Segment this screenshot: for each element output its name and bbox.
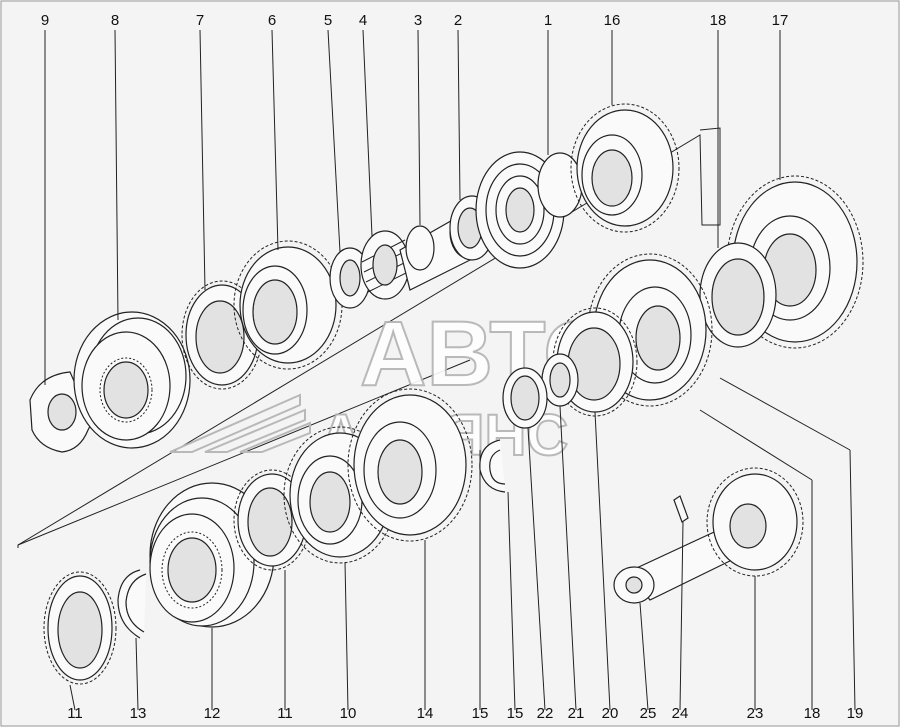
part-synchronizer-ring-lower [43, 571, 117, 685]
callout-6: 6 [268, 12, 276, 29]
callout-21: 21 [568, 705, 585, 722]
callout-7: 7 [196, 12, 204, 29]
part-bushing [360, 230, 413, 300]
callout-15-b: 15 [507, 705, 524, 722]
callout-22: 22 [537, 705, 554, 722]
watermark-logo-icon [169, 393, 311, 453]
callout-1: 1 [544, 12, 552, 29]
part-ball-bearing [475, 151, 583, 269]
callout-17: 17 [772, 12, 789, 29]
part-gear-14 [347, 388, 473, 542]
part-needle-bearing [329, 247, 371, 309]
part-lock-ring [117, 569, 147, 639]
callout-2: 2 [454, 12, 462, 29]
callout-4: 4 [359, 12, 367, 29]
callout-10: 10 [340, 705, 357, 722]
callout-8: 8 [111, 12, 119, 29]
callout-9: 9 [41, 12, 49, 29]
part-ring-21 [541, 353, 579, 407]
part-synchronizer-ring-18 [699, 242, 777, 348]
callouts-bottom: 11 13 12 11 10 14 15 15 22 21 20 25 24 2… [67, 705, 863, 722]
callout-23: 23 [747, 705, 764, 722]
callout-11-left: 11 [67, 705, 83, 722]
callout-19: 19 [847, 705, 864, 722]
part-lock-washer [29, 371, 97, 453]
callout-18-top: 18 [710, 12, 727, 29]
callout-14: 14 [417, 705, 434, 722]
callout-20: 20 [602, 705, 619, 722]
callout-3: 3 [414, 12, 422, 29]
part-gear-6 [233, 240, 343, 370]
callout-18-bottom: 18 [804, 705, 821, 722]
part-synchronizer-ring-11 [233, 469, 311, 571]
callout-13: 13 [130, 705, 147, 722]
callout-5: 5 [324, 12, 332, 29]
callout-25: 25 [640, 705, 657, 722]
assembly-outline [17, 127, 721, 548]
part-gear-16 [570, 103, 680, 233]
part-pin [673, 495, 689, 523]
callouts-top: 9 8 7 6 5 4 3 2 1 16 18 17 [41, 12, 789, 29]
callout-12: 12 [204, 705, 221, 722]
callout-15-a: 15 [472, 705, 489, 722]
part-circlip-22 [502, 367, 548, 429]
callout-11-mid: 11 [277, 705, 293, 722]
part-synchronizer-assembly-upper [73, 311, 191, 449]
leader-lines [44, 29, 856, 711]
callout-24: 24 [672, 705, 689, 722]
callout-16: 16 [604, 12, 621, 29]
